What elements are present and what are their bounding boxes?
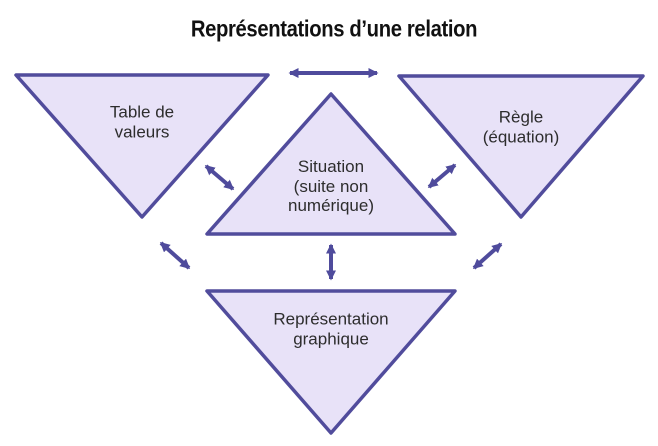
node-regle-equation: [397, 74, 645, 219]
arrow-situation-regle: [427, 163, 457, 189]
node-label-regle-equation: Règle (équation): [482, 107, 560, 147]
node-representation-graphique: [205, 289, 457, 435]
arrow-table-graphique: [159, 241, 191, 270]
node-label-table-de-valeurs: Table de valeurs: [109, 102, 175, 142]
node-label-situation: Situation (suite non numérique): [288, 156, 374, 215]
node-situation: [205, 92, 457, 236]
node-table-de-valeurs: [14, 73, 270, 219]
page-title: Représentations d’une relation: [190, 15, 478, 42]
arrow-table-situation: [204, 164, 235, 191]
arrow-regle-graphique: [472, 242, 503, 270]
node-label-representation-graphique: Représentation graphique: [273, 309, 389, 349]
